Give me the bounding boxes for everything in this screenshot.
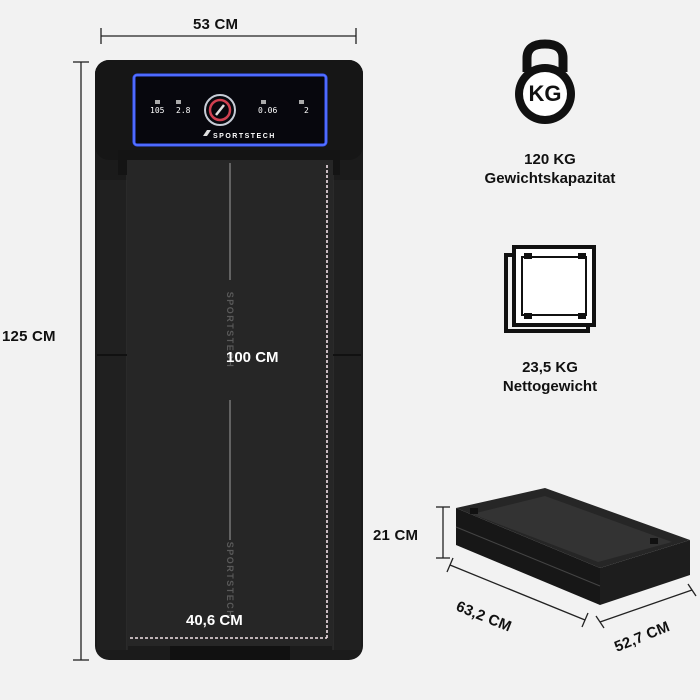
weight-capacity-value: 120 KG [524, 151, 576, 168]
net-weight-caption: 23,5 KG Nettogewicht [440, 358, 660, 396]
console-speed: 105 [150, 106, 165, 115]
console-time: 0.06 [258, 106, 278, 115]
console-gauge [204, 94, 236, 126]
width-label: 53 CM [193, 16, 239, 33]
kettlebell-badge: KG [528, 81, 562, 106]
net-weight-value: 23,5 KG [522, 359, 578, 376]
length-dimension-line [73, 61, 89, 661]
folded-mat-icon [504, 245, 596, 333]
belt-width-label: 40,6 CM [186, 612, 243, 629]
sportstech-logo-icon [203, 130, 211, 136]
kettlebell-icon [515, 39, 575, 124]
folded-height-label: 21 CM [373, 527, 419, 544]
net-weight-label: Nettogewicht [502, 378, 598, 395]
length-label: 125 CM [2, 328, 56, 345]
belt-length-label: 100 CM [226, 349, 279, 366]
console-brand: SPORTSTECH [213, 133, 276, 140]
console-calories: 2 [304, 106, 309, 115]
weight-capacity-label: Gewichtskapazitat [484, 170, 616, 187]
console-distance: 2.8 [176, 106, 191, 115]
width-dimension-line [100, 28, 357, 44]
weight-capacity-caption: 120 KG Gewichtskapazitat [440, 150, 660, 188]
